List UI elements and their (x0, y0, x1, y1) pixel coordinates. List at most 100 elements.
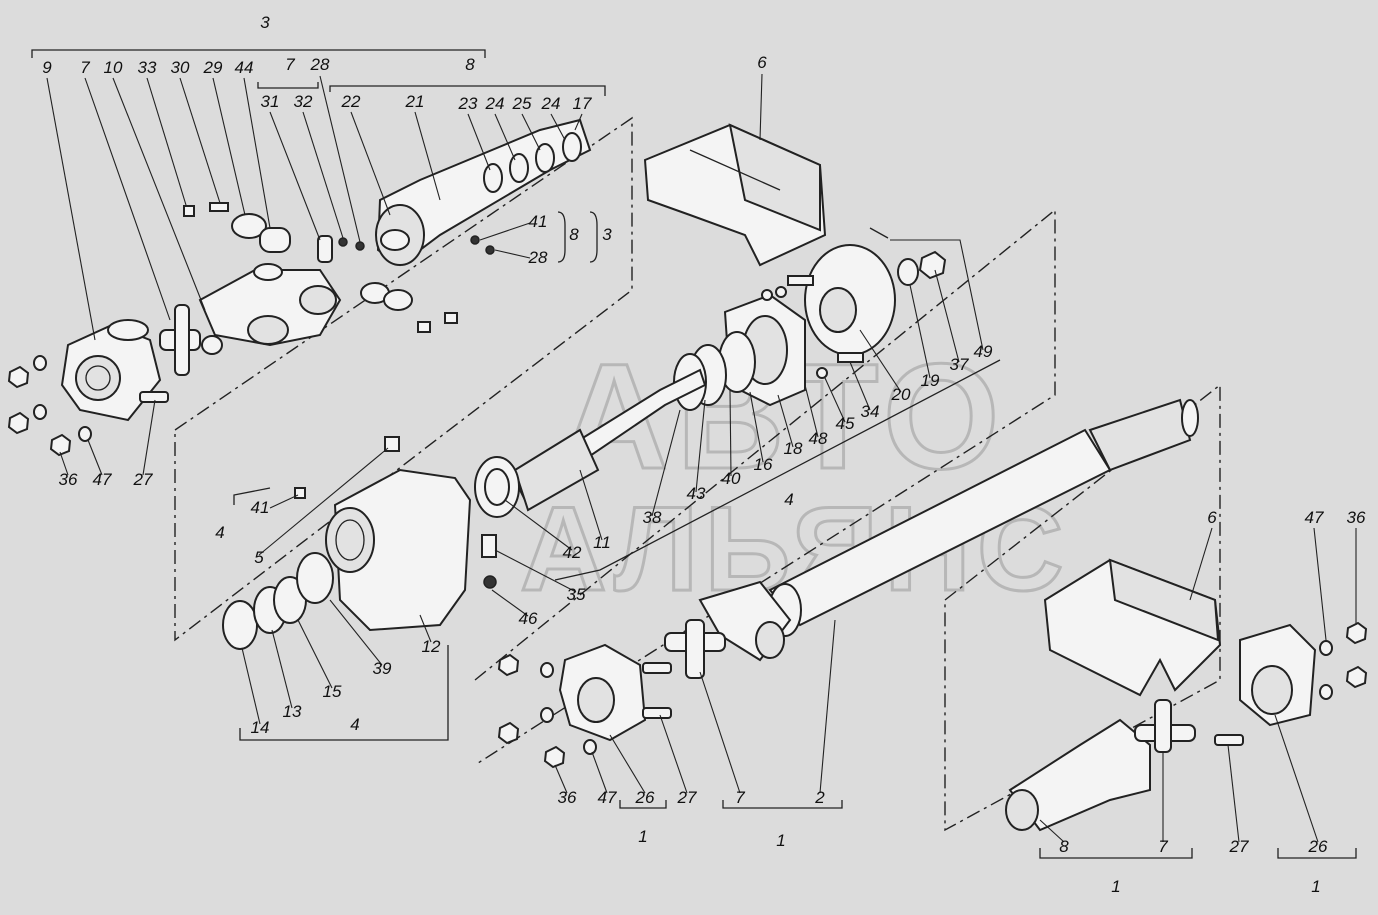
callout-41: 41 (529, 212, 548, 231)
callout-5: 5 (254, 548, 264, 567)
callout-8: 8 (1059, 837, 1069, 856)
bracket-1-right (1039, 848, 1193, 859)
bracket-1-far (1277, 848, 1357, 859)
callout-34: 34 (861, 402, 880, 421)
callout-49: 49 (974, 342, 993, 361)
callout-46: 46 (519, 609, 538, 628)
callout-9: 9 (42, 58, 52, 77)
bracket-4-mid (554, 359, 1001, 581)
bracket-7 (257, 82, 319, 89)
bracket-4-bottom (239, 645, 449, 741)
intermediate-support-12 (294, 436, 497, 632)
tube-yoke-and-cross-7 (664, 580, 792, 679)
seals-and-rings (222, 552, 334, 650)
callout-13: 13 (283, 702, 302, 721)
callout-24: 24 (485, 94, 505, 113)
brace-8 (557, 211, 566, 263)
callout-35: 35 (567, 585, 586, 604)
callout-1: 1 (1111, 877, 1120, 896)
panel-right (944, 383, 1221, 832)
callout-12: 12 (422, 637, 441, 656)
panel-middle (474, 208, 1056, 766)
callout-7: 7 (285, 55, 295, 74)
callout-26: 26 (635, 788, 655, 807)
bracket-8 (329, 85, 606, 96)
callout-38: 38 (643, 508, 662, 527)
callout-31: 31 (261, 92, 280, 111)
callout-27: 27 (677, 788, 697, 807)
brace-3 (589, 211, 598, 263)
callout-41: 41 (251, 498, 270, 517)
universal-joint-cross-7-left (159, 304, 223, 376)
callout-1: 1 (638, 827, 647, 846)
callout-15: 15 (323, 682, 342, 701)
callout-11: 11 (593, 533, 611, 552)
callout-3: 3 (602, 225, 612, 244)
callout-42: 42 (563, 543, 582, 562)
nuts-washers-left (7, 355, 169, 457)
callout-14: 14 (251, 718, 270, 737)
callout-40: 40 (722, 469, 741, 488)
bolts-and-plates-upper (183, 202, 458, 333)
callout-21: 21 (405, 92, 425, 111)
callout-7: 7 (80, 58, 90, 77)
callout-7: 7 (735, 788, 745, 807)
callout-27: 27 (133, 470, 153, 489)
callout-8: 8 (465, 55, 475, 74)
callout-7: 7 (1158, 837, 1168, 856)
callout-8: 8 (569, 225, 579, 244)
callout-4: 4 (215, 523, 224, 542)
callout-20: 20 (891, 385, 911, 404)
callout-6: 6 (1207, 508, 1217, 527)
callout-36: 36 (558, 788, 577, 807)
callout-19: 19 (921, 371, 940, 390)
callout-33: 33 (138, 58, 157, 77)
callout-28: 28 (528, 248, 548, 267)
leader-lines (46, 73, 1357, 843)
callout-47: 47 (1305, 508, 1324, 527)
callout-10: 10 (104, 58, 123, 77)
assembly-panels (174, 116, 1221, 832)
flange-yoke-26-mid (497, 643, 672, 769)
callout-3: 3 (260, 13, 270, 32)
callout-37: 37 (950, 355, 969, 374)
callout-26: 26 (1308, 837, 1328, 856)
callout-25: 25 (512, 94, 532, 113)
slip-yoke-21 (375, 118, 592, 267)
bracket-1-mid (619, 800, 667, 809)
callout-48: 48 (809, 429, 828, 448)
callout-47: 47 (598, 788, 617, 807)
callout-30: 30 (171, 58, 190, 77)
callout-24: 24 (541, 94, 561, 113)
callout-39: 39 (373, 659, 392, 678)
callout-1: 1 (776, 831, 785, 850)
callout-17: 17 (573, 94, 592, 113)
callout-1: 1 (1311, 877, 1320, 896)
callout-28: 28 (310, 55, 330, 74)
callout-45: 45 (836, 414, 855, 433)
callout-47: 47 (93, 470, 112, 489)
callout-36: 36 (1347, 508, 1366, 527)
panel-upper (174, 116, 633, 642)
callout-18: 18 (784, 439, 803, 458)
callout-2: 2 (814, 788, 825, 807)
callout-44: 44 (235, 58, 254, 77)
callout-27: 27 (1229, 837, 1249, 856)
callout-32: 32 (294, 92, 313, 111)
callout-36: 36 (59, 470, 78, 489)
right-group-assembly (1005, 558, 1368, 832)
bracket-1-shaft (722, 800, 843, 809)
protective-cover-6-upper (643, 123, 827, 267)
flange-20 (761, 227, 947, 379)
group-brackets (31, 49, 1357, 859)
double-yoke-10 (198, 263, 342, 347)
bracket-3-top (31, 49, 486, 58)
callout-22: 22 (341, 92, 361, 111)
callout-4: 4 (350, 715, 359, 734)
callout-23: 23 (458, 94, 478, 113)
flange-yoke-9 (60, 319, 162, 422)
callout-16: 16 (754, 455, 773, 474)
